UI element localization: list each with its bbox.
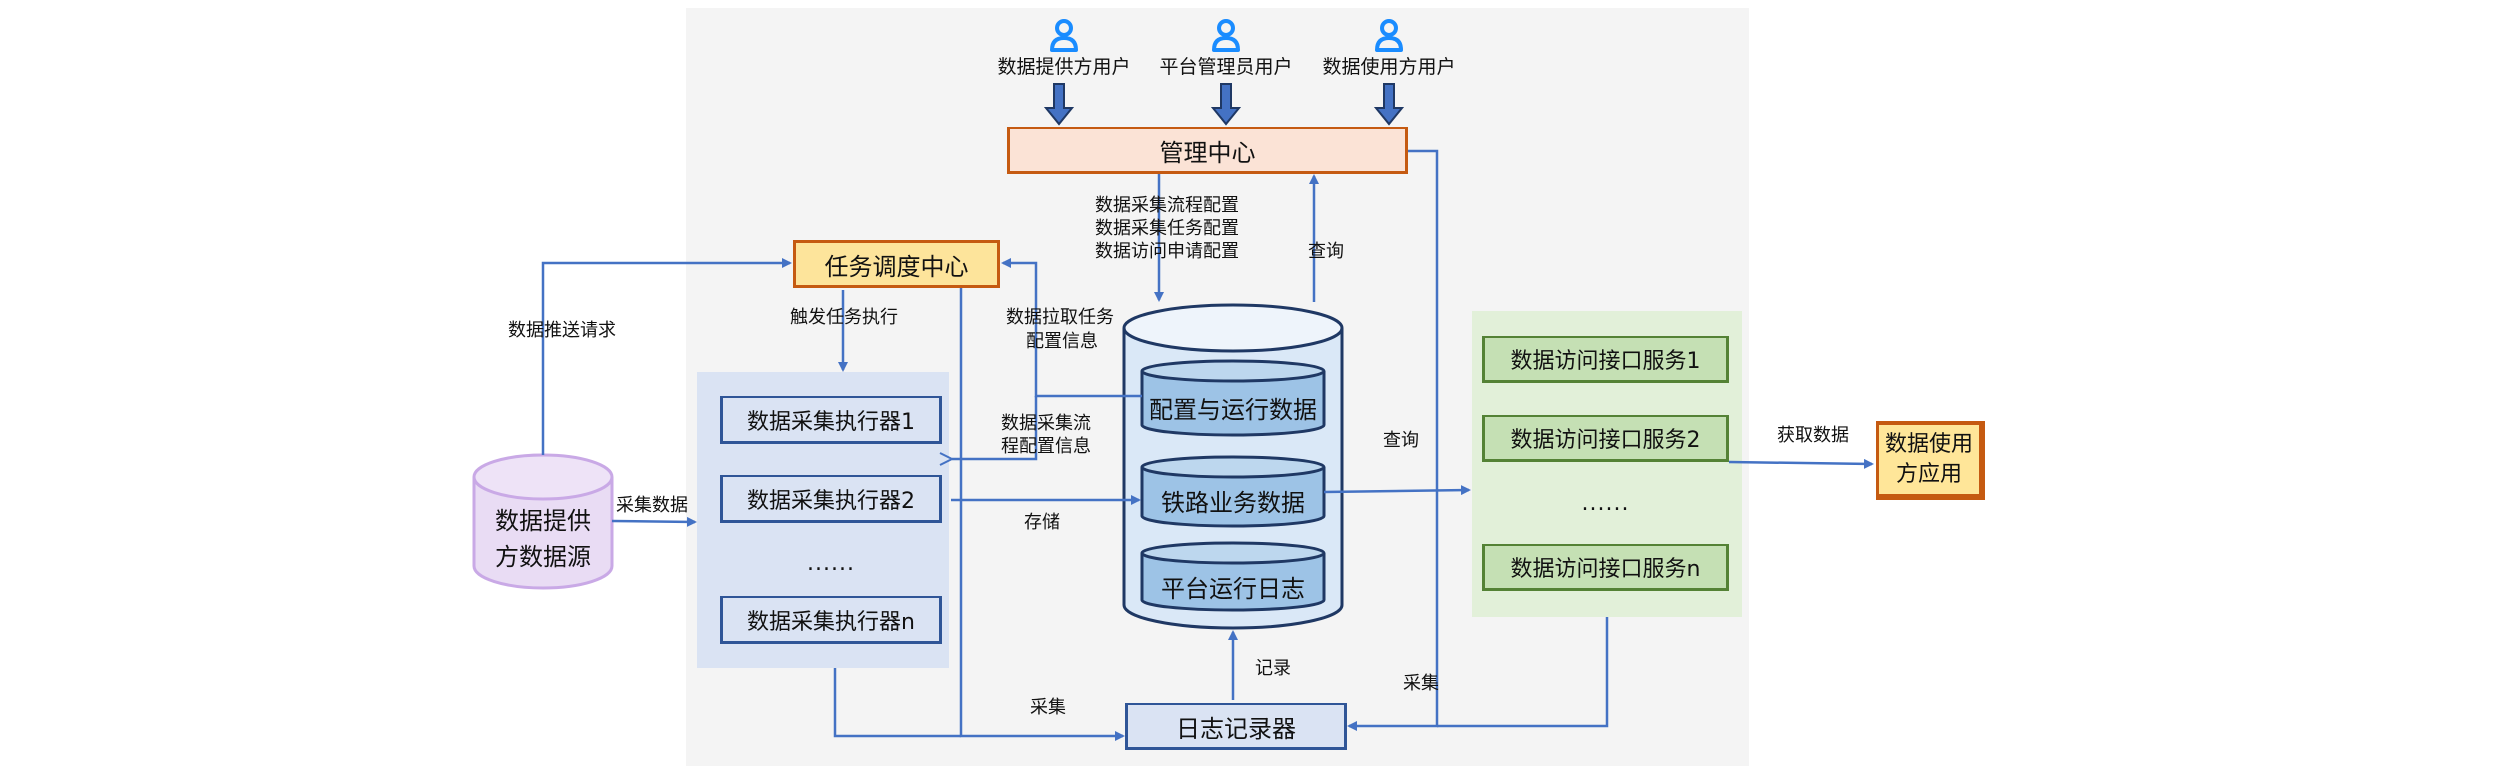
edge-label-collect-right: 采集 [1403, 673, 1439, 694]
executor-label: 数据采集执行器n [747, 609, 915, 635]
edge-label-flow-config-2: 程配置信息 [1001, 436, 1091, 457]
edge-label-trigger-task: 触发任务执行 [790, 307, 898, 328]
edge-label-fetch-data: 获取数据 [1777, 425, 1849, 446]
block-arrow-down-icon [1210, 83, 1242, 126]
edge-label-push-request: 数据推送请求 [508, 320, 616, 341]
edge-fetch-data [1728, 458, 1874, 469]
edge-executor-collect-log [833, 668, 961, 738]
service-label: 数据访问接口服务1 [1510, 349, 1701, 374]
management-center-box[interactable]: 管理中心 [1007, 127, 1408, 174]
service-label: 数据访问接口服务n [1510, 557, 1701, 582]
executor-box[interactable]: 数据采集执行器1 [720, 396, 942, 444]
data-source-cylinder [472, 453, 614, 590]
executor-box[interactable]: 数据采集执行器2 [720, 475, 942, 523]
consumer-app-label: 数据使用方应用 [1884, 431, 1973, 487]
executor-label: 数据采集执行器2 [747, 488, 915, 514]
task-scheduler-box[interactable]: 任务调度中心 [793, 240, 1000, 288]
management-center-label: 管理中心 [1159, 138, 1256, 167]
edge-collect-data [611, 516, 697, 527]
user-icon [1375, 19, 1403, 52]
consumer-app-box[interactable]: 数据使用方应用 [1876, 421, 1985, 500]
edge-label-query-db: 查询 [1383, 430, 1419, 451]
user-label-consumer: 数据使用方用户 [1322, 56, 1456, 78]
db-layer-log-cylinder [1140, 541, 1326, 612]
block-arrow-down-icon [1373, 83, 1405, 126]
data-source-label-line2: 方数据源 [495, 542, 591, 571]
user-label-admin: 平台管理员用户 [1159, 56, 1293, 78]
db-layer-config-label: 配置与运行数据 [1149, 395, 1317, 424]
executor-label: 数据采集执行器1 [747, 409, 915, 435]
edge-services-collect-log [1437, 617, 1609, 728]
edge-label-collect-data: 采集数据 [616, 495, 688, 516]
log-recorder-label: 日志记录器 [1176, 714, 1296, 743]
db-layer-business-cylinder [1140, 455, 1326, 528]
service-box[interactable]: 数据访问接口服务2 [1482, 415, 1729, 462]
edge-label-store: 存储 [1024, 512, 1060, 533]
data-source-label-line1: 数据提供 [495, 506, 591, 535]
edge-label-config-3: 数据访问申请配置 [1095, 241, 1239, 262]
edge-label-query-mgmt: 查询 [1308, 241, 1344, 262]
edge-label-config-2: 数据采集任务配置 [1095, 218, 1239, 239]
edge-flow-config [952, 396, 1038, 459]
user-icon [1212, 19, 1240, 52]
edge-query-services [1323, 485, 1471, 496]
user-label-provider: 数据提供方用户 [997, 56, 1131, 78]
edge-label-collect-left: 采集 [1030, 697, 1066, 718]
db-layer-log-label: 平台运行日志 [1161, 574, 1305, 603]
executor-ellipsis: ...... [807, 550, 855, 576]
edge-label-config-1: 数据采集流程配置 [1095, 195, 1239, 216]
edge-label-record: 记录 [1255, 658, 1291, 679]
edge-label-pull-task-2: 配置信息 [1026, 331, 1098, 352]
edge-mgmt-to-log-recorder [1347, 149, 1439, 731]
service-label: 数据访问接口服务2 [1510, 428, 1701, 453]
task-scheduler-label: 任务调度中心 [824, 252, 969, 281]
service-box[interactable]: 数据访问接口服务1 [1482, 336, 1729, 383]
edge-label-pull-task-1: 数据拉取任务 [1006, 307, 1114, 328]
log-recorder-box[interactable]: 日志记录器 [1125, 703, 1347, 750]
service-ellipsis: ...... [1581, 490, 1630, 516]
user-icon [1050, 19, 1078, 52]
executor-box[interactable]: 数据采集执行器n [720, 596, 942, 644]
db-layer-business-label: 铁路业务数据 [1161, 488, 1305, 517]
edge-label-flow-config-1: 数据采集流 [1001, 413, 1091, 434]
block-arrow-down-icon [1043, 83, 1075, 126]
edge-pull-task-config [1001, 258, 1142, 398]
db-layer-config-cylinder [1140, 359, 1326, 437]
edge-push-request [541, 258, 792, 455]
service-box[interactable]: 数据访问接口服务n [1482, 544, 1729, 591]
